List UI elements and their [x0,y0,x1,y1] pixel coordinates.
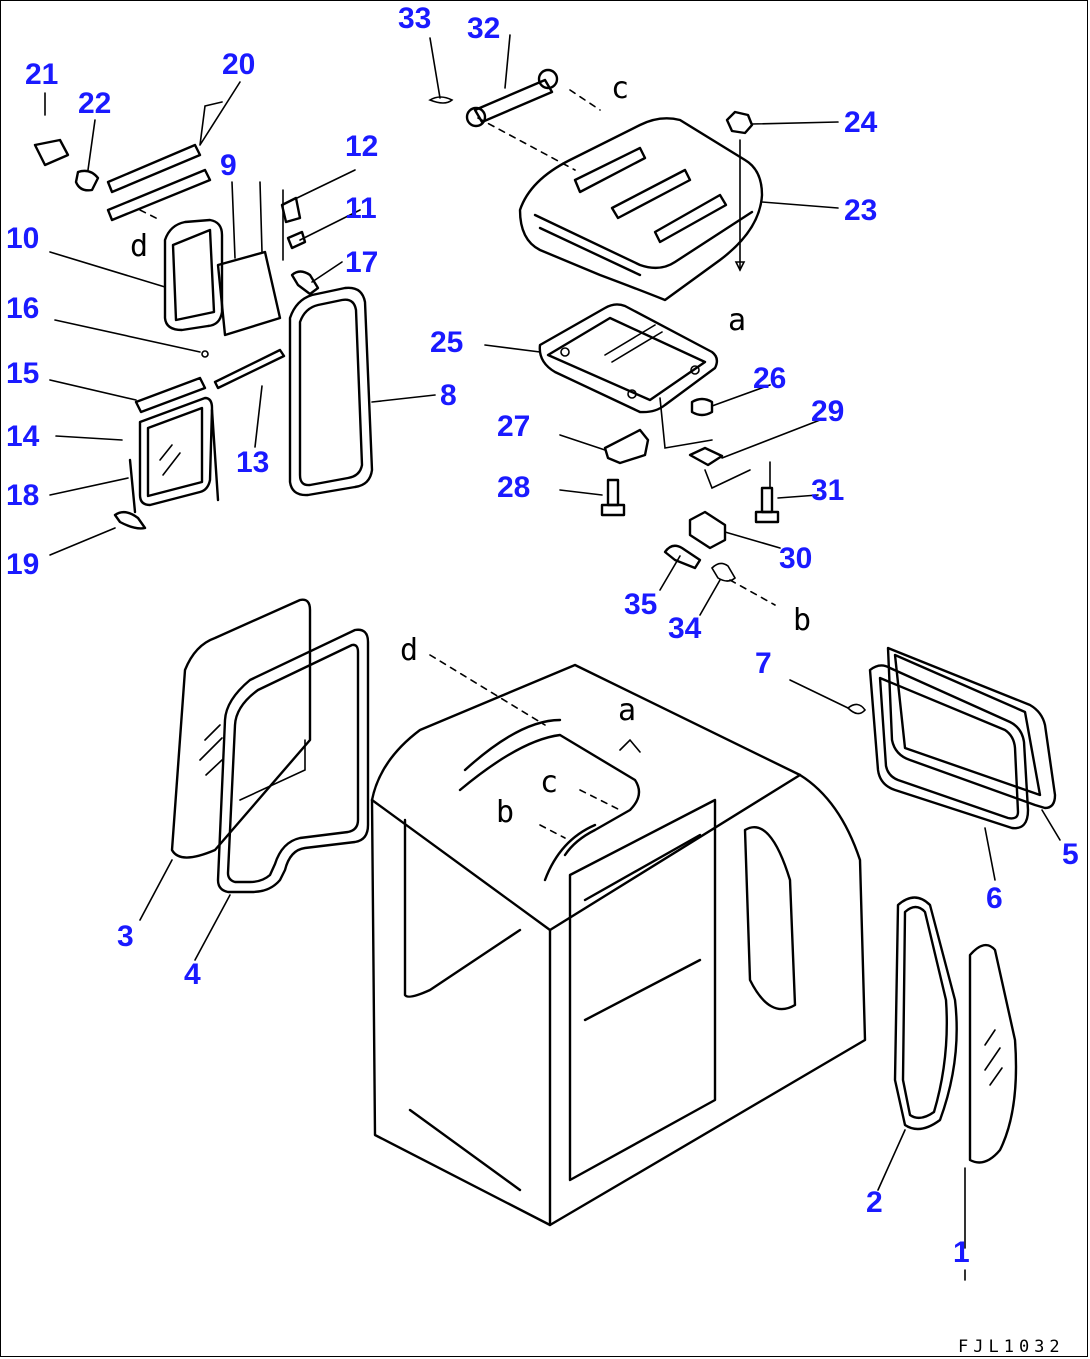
side-seal-2 [893,896,958,1131]
roof-23 [518,117,764,302]
callout-27: 27 [497,410,530,443]
callout-2: 2 [866,1186,883,1219]
callout-17: 17 [345,246,378,279]
callout-11: 11 [345,192,377,225]
callout-32: 32 [467,12,500,45]
rear-seal-6 [868,664,1030,830]
callout-14: 14 [6,420,40,453]
ref-letter-c-top: c [611,71,629,106]
callout-29: 29 [811,395,844,428]
seal-8 [288,286,374,497]
bolt-28 [600,478,626,517]
bracket-27 [603,428,650,465]
drawing-code: FJL1032 [958,1337,1065,1357]
callout-6: 6 [986,882,1003,915]
callout-8: 8 [440,379,457,412]
pin-16 [201,350,209,358]
callout-19: 19 [6,548,39,581]
callout-33: 33 [398,2,431,35]
callout-18: 18 [6,479,39,512]
clip-34 [710,562,737,582]
callout-15: 15 [6,357,39,390]
leader-lines [44,34,1061,1281]
part-12 [280,196,302,224]
ref-letter-b-top: b [793,603,811,638]
glass-9 [216,250,282,337]
callout-21: 21 [25,58,58,91]
nut-24 [725,110,754,135]
callout-30: 30 [779,542,812,575]
latch-19 [113,510,147,530]
rail-15 [134,376,207,414]
callout-3: 3 [117,920,134,953]
ref-letter-d-top: d [130,229,148,264]
callout-25: 25 [430,326,463,359]
callout-20: 20 [222,48,255,81]
ref-letter-a-cab: a [618,693,636,728]
callout-10: 10 [6,222,39,255]
callout-31: 31 [811,474,844,507]
callout-1: 1 [953,1236,970,1269]
block-30 [688,510,727,550]
reference-arrows [139,89,776,839]
reference-letters: a a b b c c d d [130,71,811,830]
callout-numbers: 1 2 3 4 5 6 7 8 9 10 11 12 13 14 15 16 1… [6,2,1079,1269]
door-glass-3 [170,598,312,859]
callout-34: 34 [668,612,702,645]
plate-25 [538,303,719,414]
callout-35: 35 [624,588,657,621]
bolt-17 [290,270,320,296]
callout-9: 9 [220,149,237,182]
pin-33 [428,96,454,104]
spacer-26 [690,397,714,417]
callout-12: 12 [345,130,378,163]
door-seal-4 [216,628,370,894]
seal-18 [128,408,220,514]
cap-22 [74,169,100,192]
callout-23: 23 [844,194,877,227]
stay-32 [465,68,559,128]
rail-20 [106,143,212,222]
plate-29 [688,446,724,467]
callout-4: 4 [184,958,201,991]
rear-glass-5 [886,646,1057,810]
ref-letter-d-cab: d [400,633,418,668]
clip-7 [846,703,867,715]
callout-5: 5 [1062,838,1079,871]
bolt-35 [663,544,702,570]
ref-letter-a-top: a [728,303,746,338]
cab-body [370,663,867,1227]
callout-16: 16 [6,292,39,325]
callout-28: 28 [497,471,530,504]
callout-26: 26 [753,362,786,395]
callout-7: 7 [755,647,772,680]
seal-10 [163,218,224,332]
callout-22: 22 [78,87,111,120]
bolt-21 [33,138,70,167]
ref-letter-c-cab: c [540,765,558,800]
rail-13 [213,348,286,390]
ref-letter-b-cab: b [496,795,514,830]
glass-14 [138,396,214,507]
callout-24: 24 [844,106,878,139]
bolt-31 [754,486,780,524]
callout-13: 13 [236,446,269,479]
side-glass-1 [968,943,1018,1164]
part-11 [286,230,307,250]
